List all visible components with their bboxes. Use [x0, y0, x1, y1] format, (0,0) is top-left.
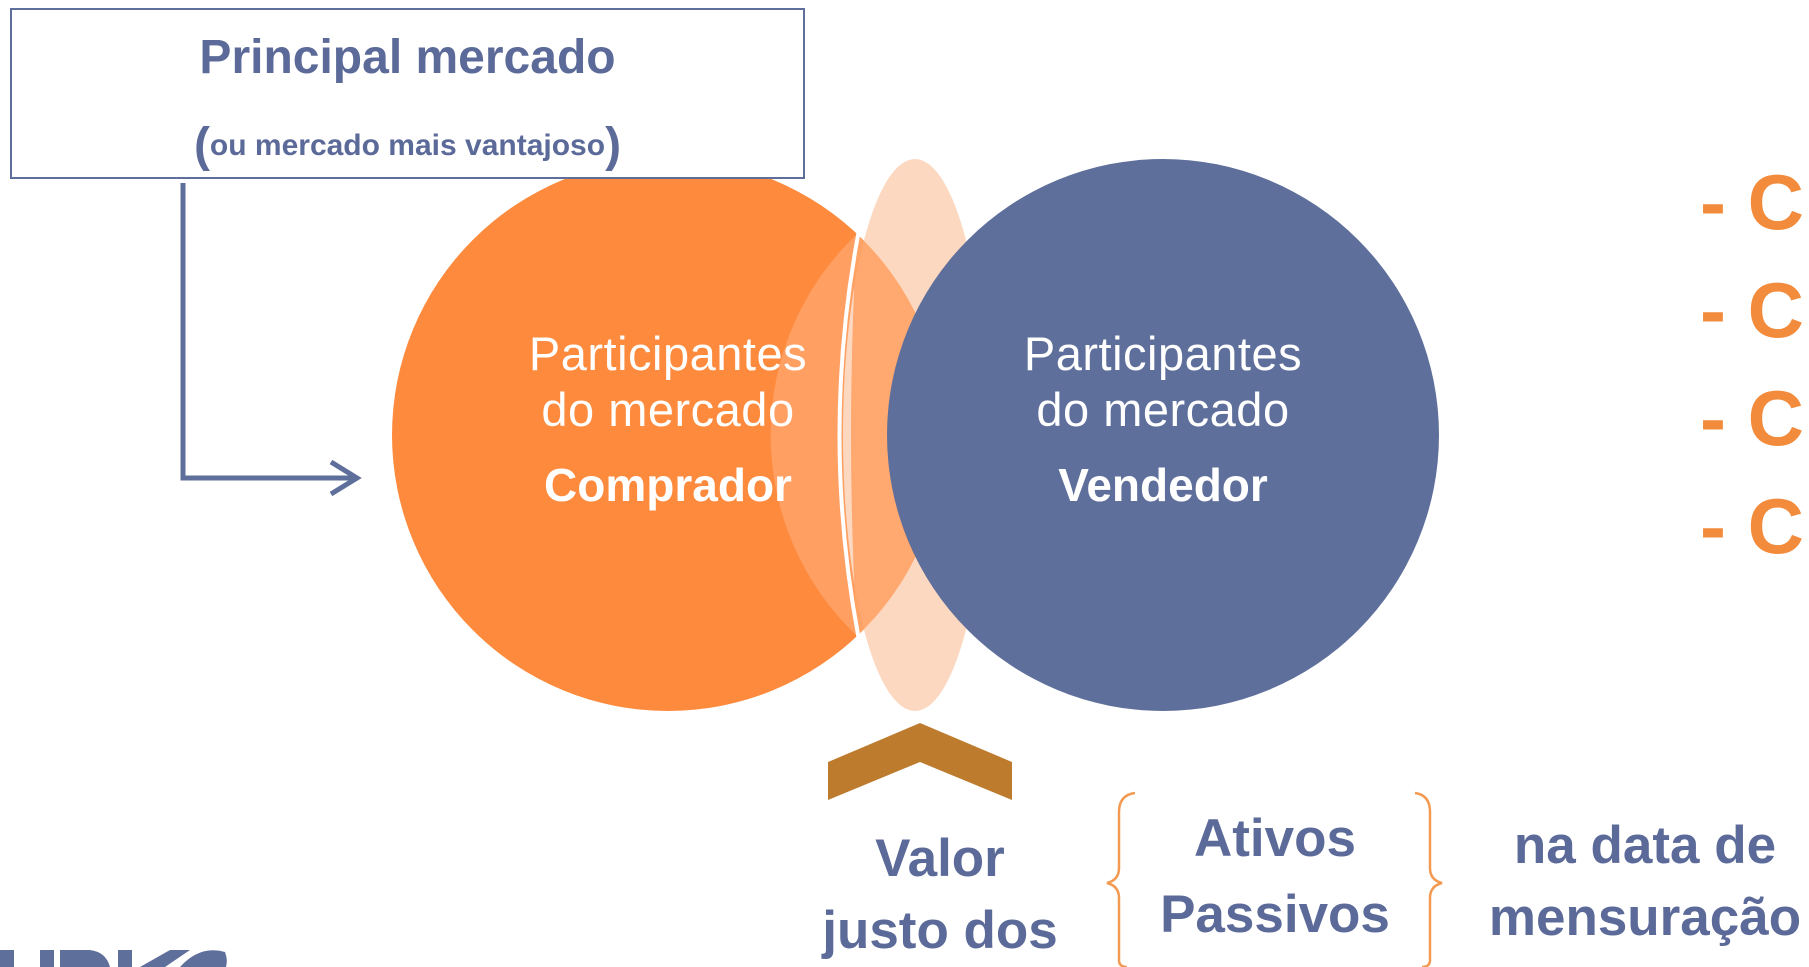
- principal-market-subtitle: (ou mercado mais vantajoso): [10, 118, 805, 173]
- right-bullet-1: - C: [1700, 158, 1804, 246]
- logo-fragment: [0, 950, 227, 967]
- subtitle-text: ou mercado mais vantajoso: [209, 129, 606, 162]
- right-bullet-2: - C: [1700, 266, 1804, 354]
- right-bullet-list: - C - C - C - C: [1700, 148, 1804, 580]
- seller-line1: Participantes: [1023, 327, 1303, 380]
- passivos-text: Passivos: [1160, 885, 1390, 944]
- right-brace-icon: [1414, 791, 1443, 967]
- valor-line2: justo dos: [822, 901, 1058, 960]
- paren-close: ): [605, 119, 622, 172]
- chevron-up-icon: [828, 723, 1012, 800]
- paren-open: (: [193, 119, 210, 172]
- seller-circle: [887, 159, 1439, 711]
- seller-role: Vendedor: [1058, 459, 1268, 511]
- data-line2: mensuração: [1488, 888, 1802, 947]
- ativos-passivos-label: Ativos Passivos: [1130, 801, 1420, 953]
- ativos-text: Ativos: [1194, 809, 1356, 868]
- left-brace-icon: [1106, 791, 1136, 967]
- valor-line1: Valor: [875, 829, 1005, 888]
- right-bullet-4: - C: [1700, 482, 1804, 570]
- arrow-head-icon: [329, 459, 362, 497]
- elbow-arrow-line: [180, 183, 355, 481]
- right-bullet-3: - C: [1700, 374, 1804, 462]
- buyer-line2: do mercado: [541, 383, 795, 436]
- principal-market-title: Principal mercado: [199, 31, 616, 84]
- seller-line2: do mercado: [1036, 383, 1290, 436]
- data-line1: na data de: [1513, 816, 1777, 875]
- valor-justo-label: Valor justo dos: [790, 823, 1090, 967]
- buyer-circle: [392, 159, 944, 711]
- data-mensuracao-label: na data de mensuração: [1455, 810, 1809, 954]
- separator-arc: [837, 229, 861, 641]
- buyer-label: Participantes do mercado Comprador: [498, 326, 838, 512]
- principal-market-box: [10, 8, 805, 179]
- seller-label: Participantes do mercado Vendedor: [993, 326, 1333, 512]
- buyer-role: Comprador: [544, 459, 792, 511]
- buyer-line1: Participantes: [528, 327, 808, 380]
